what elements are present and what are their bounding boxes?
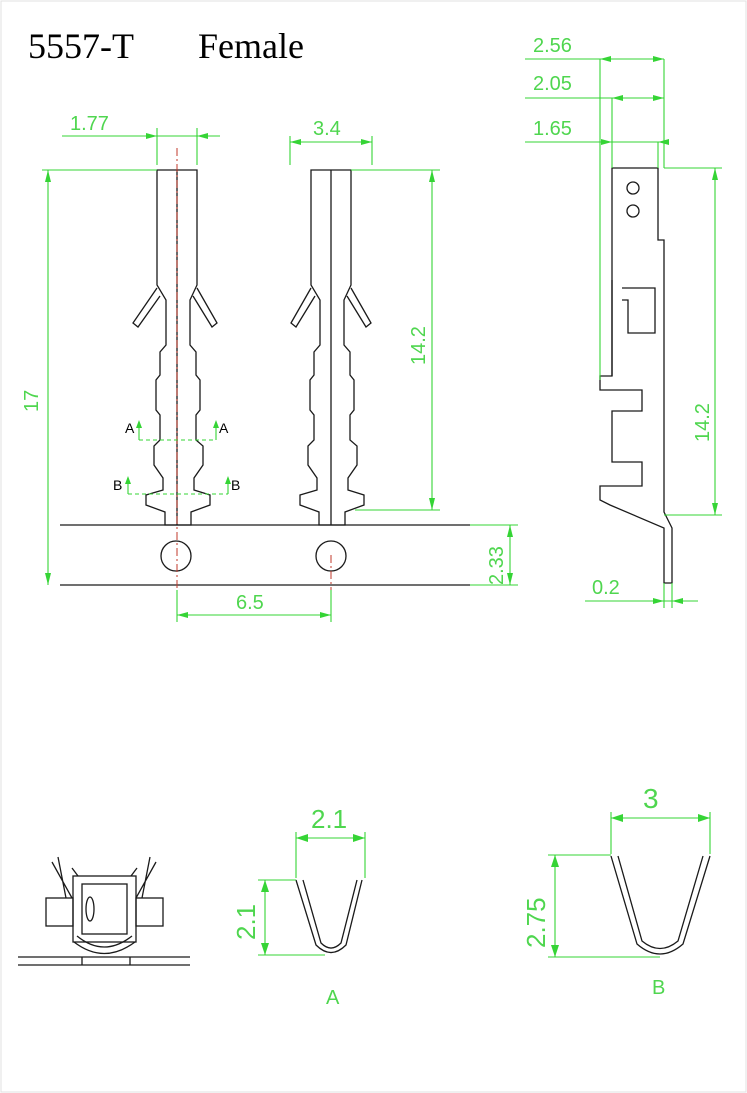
section-a-width-label: 2.1: [311, 804, 347, 834]
dim-side-w1: 2.56: [525, 35, 665, 380]
dim-side-w2: 2.05: [525, 73, 664, 168]
dim-tip-width: 1.77: [62, 113, 220, 165]
dim-base-offset: 2.33: [470, 524, 518, 586]
dim-body-width: 3.4: [289, 118, 373, 165]
section-a-view: 2.1 2.1 A: [231, 804, 366, 1009]
dim-side-w3-label: 1.65: [533, 118, 572, 140]
section-marker-a: A A: [125, 420, 229, 441]
dim-base-offset-label: 2.33: [486, 546, 508, 585]
part-gender: Female: [198, 26, 304, 66]
front-view: 1.77 3.4 17 14.2: [21, 113, 518, 622]
dim-side-w2-label: 2.05: [533, 73, 572, 95]
dim-total-length: 17: [21, 169, 157, 585]
section-b-width-label: 3: [643, 783, 659, 814]
part-number: 5557-T: [28, 26, 134, 66]
dim-pitch-label: 6.5: [236, 592, 264, 614]
dim-tip-width-label: 1.77: [70, 113, 109, 135]
dim-total-length-label: 17: [21, 390, 43, 412]
end-view: [18, 856, 190, 966]
dim-side-length-label: 14.2: [692, 403, 714, 442]
left-terminal: [132, 148, 218, 612]
section-a-height-label: 2.1: [231, 904, 261, 940]
section-b-height-label: 2.75: [521, 897, 551, 948]
dim-contact-length: 14.2: [351, 169, 440, 511]
section-b-left-label: B: [113, 477, 122, 493]
dim-contact-length-label: 14.2: [408, 326, 430, 365]
right-terminal: [290, 169, 372, 612]
side-view: 2.56 2.05 1.65 14.2: [525, 35, 722, 608]
section-a-right-label: A: [219, 420, 229, 436]
dim-side-thickness: 0.2: [585, 577, 698, 608]
section-b-title: B: [652, 977, 665, 999]
dim-side-length: 14.2: [664, 167, 722, 516]
section-a-title: A: [326, 987, 340, 1009]
section-a-left-label: A: [125, 420, 135, 436]
dim-side-w3: 1.65: [525, 118, 669, 168]
section-b-right-label: B: [231, 477, 240, 493]
dim-side-w1-label: 2.56: [533, 35, 572, 57]
section-b-view: 3 2.75 B: [521, 783, 711, 999]
dim-body-width-label: 3.4: [313, 118, 341, 140]
section-marker-b: B B: [113, 476, 240, 495]
dim-pitch: 6.5: [176, 590, 332, 622]
dim-side-thickness-label: 0.2: [592, 577, 620, 599]
